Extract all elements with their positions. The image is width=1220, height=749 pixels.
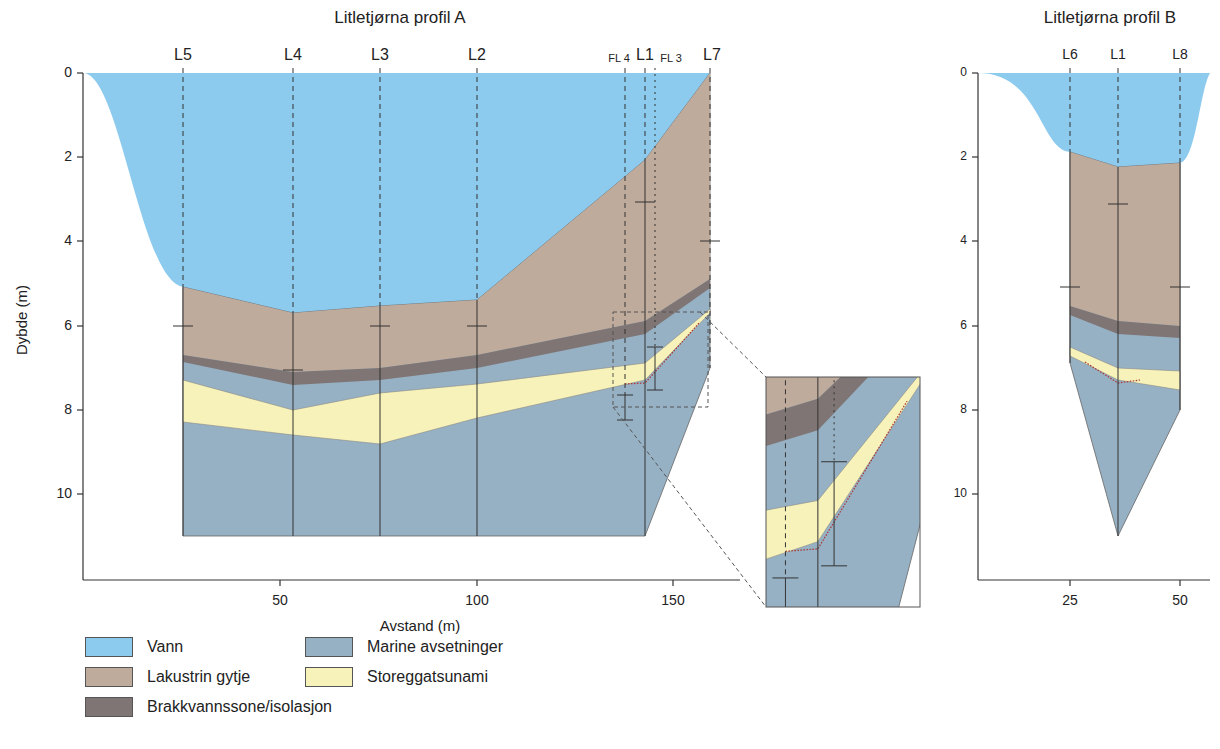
axis-label: 150 — [661, 593, 684, 608]
axis-label: 25 — [1062, 593, 1078, 608]
axis-label: 10 — [56, 486, 72, 501]
axis-label: Avstand (m) — [380, 618, 461, 635]
legend-text: Marine avsetninger — [367, 638, 503, 656]
axis-label: FL 4 — [608, 52, 630, 64]
axis-label: 4 — [960, 234, 967, 247]
legend-swatch — [85, 637, 133, 657]
legend-text: Storeggatsunami — [367, 668, 488, 686]
legend-swatch — [85, 697, 133, 717]
axis-label: 0 — [960, 66, 967, 79]
axis-label: L4 — [284, 46, 302, 64]
axis-label: L5 — [174, 46, 192, 64]
legend-swatch — [305, 637, 353, 657]
axis-label: L1 — [636, 46, 654, 64]
axis-label: Dybde (m) — [14, 285, 31, 355]
legend-text: Brakkvannssone/isolasjon — [147, 698, 332, 716]
axis-label: Litletjørna profil B — [1044, 9, 1176, 28]
axis-label: 4 — [64, 233, 72, 248]
axis-label: 50 — [1172, 593, 1188, 608]
axis-label: L7 — [703, 46, 721, 64]
axis-label: 6 — [960, 319, 967, 332]
axis-label: 100 — [465, 593, 488, 608]
axis-label: L2 — [468, 46, 486, 64]
axis-label: L3 — [371, 46, 389, 64]
axis-label: 6 — [64, 318, 72, 333]
axis-label: Litletjørna profil A — [334, 9, 465, 28]
legend-swatch — [305, 667, 353, 687]
axis-label: 10 — [954, 487, 967, 500]
axis-label: 8 — [64, 402, 72, 417]
axis-label: 2 — [960, 150, 967, 163]
axis-label: 2 — [64, 149, 72, 164]
legend-swatch — [85, 667, 133, 687]
axis-label: 8 — [960, 403, 967, 416]
axis-label: L1 — [1110, 47, 1126, 62]
axis-label: 0 — [64, 65, 72, 80]
axis-label: L6 — [1062, 47, 1078, 62]
axis-label: FL 3 — [660, 52, 682, 64]
axis-label: L8 — [1172, 47, 1188, 62]
legend-text: Lakustrin gytje — [147, 668, 250, 686]
axis-label: 50 — [272, 593, 288, 608]
legend-text: Vann — [147, 638, 183, 656]
